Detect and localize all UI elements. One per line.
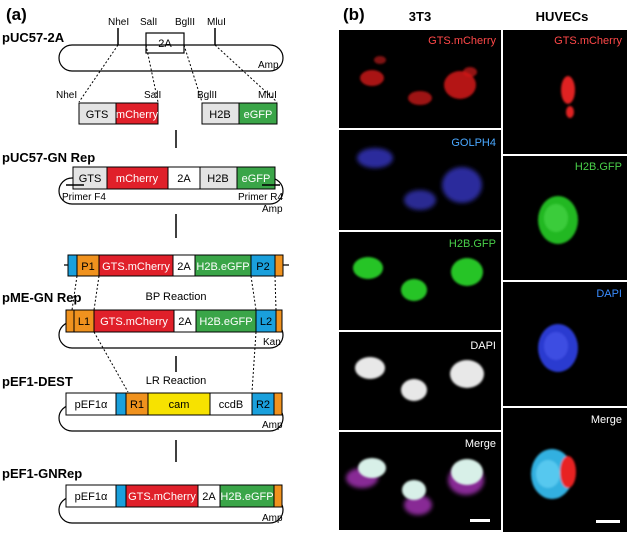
- panel-b-label: (b): [343, 5, 365, 24]
- label-3t3-golph4: GOLPH4: [451, 137, 496, 149]
- final-2a: 2A: [202, 491, 216, 503]
- cells-3t3-golph4: [357, 148, 482, 210]
- cells-3t3-dapi: [355, 357, 484, 401]
- amp-label-1: Amp: [258, 60, 279, 71]
- frag-egfp: eGFP: [244, 109, 273, 121]
- lr-reaction-label: LR Reaction: [146, 375, 207, 387]
- final-gts-mcherry: GTS.mCherry: [128, 491, 196, 503]
- label-3t3-merge: Merge: [465, 438, 496, 450]
- site-nhei-top: NheI: [108, 17, 129, 28]
- site-sali-frag: SalI: [144, 90, 161, 101]
- pcr-p1: P1: [81, 261, 94, 273]
- plasmid-puc57-2a: [58, 28, 284, 72]
- label-3t3-mcherry: GTS.mCherry: [428, 35, 496, 47]
- pme-l1: L1: [78, 316, 90, 328]
- rep-h2b: H2B: [207, 173, 228, 185]
- label-3t3-h2b-gfp: H2B.GFP: [449, 238, 496, 250]
- site-bglii-frag: BglII: [197, 90, 217, 101]
- site-mlui-top: MluI: [207, 17, 226, 28]
- rep-egfp: eGFP: [242, 173, 271, 185]
- plasmid-pef1-dest: [58, 392, 284, 432]
- dest-ccdb: ccdB: [219, 399, 243, 411]
- scale-bar-3t3: [470, 519, 490, 522]
- title-pme-gn-rep: pME-GN Rep: [2, 290, 82, 305]
- label-3t3-dapi: DAPI: [470, 340, 496, 352]
- pcr-product: [64, 254, 289, 277]
- dest-cam: cam: [169, 399, 190, 411]
- pcr-p2: P2: [256, 261, 269, 273]
- pcr-h2b-egfp: H2B.eGFP: [196, 261, 249, 273]
- dotted-connectors-2: [71, 275, 277, 311]
- dest-pef1a: pEF1α: [75, 399, 108, 411]
- pme-gts-mcherry: GTS.mCherry: [100, 316, 168, 328]
- site-bglii-top: BglII: [175, 17, 195, 28]
- scale-bar-huvec: [596, 520, 620, 523]
- pcr-2a: 2A: [177, 261, 191, 273]
- cassette-2a-box: [145, 32, 185, 54]
- label-huvec-h2b-gfp: H2B.GFP: [575, 161, 622, 173]
- dotted-connectors-1: [78, 44, 278, 103]
- label-huvec-merge: Merge: [591, 414, 622, 426]
- bp-reaction-label: BP Reaction: [146, 291, 207, 303]
- amp-label-4: Amp: [262, 513, 283, 524]
- frag-mcherry: mCherry: [116, 109, 159, 121]
- pme-h2b-egfp: H2B.eGFP: [199, 316, 252, 328]
- label-huvec-mcherry: GTS.mCherry: [554, 35, 622, 47]
- site-sali-top: SalI: [140, 17, 157, 28]
- cells-huvec-h2b-gfp: [538, 196, 578, 244]
- rep-gts: GTS: [79, 173, 102, 185]
- rep-2a: 2A: [177, 173, 191, 185]
- title-puc57-2a: pUC57-2A: [2, 30, 65, 45]
- cells-huvec-merge: [531, 449, 620, 523]
- pme-l2: L2: [260, 316, 272, 328]
- cells-huvec-dapi: [538, 324, 578, 372]
- primer-r4-label: Primer R4: [238, 192, 283, 203]
- title-pef1-dest: pEF1-DEST: [2, 374, 73, 389]
- title-puc57-gn-rep: pUC57-GN Rep: [2, 150, 95, 165]
- col-header-3t3: 3T3: [409, 9, 431, 24]
- pme-2a: 2A: [178, 316, 192, 328]
- col-header-huvecs: HUVECs: [536, 9, 589, 24]
- dest-r1: R1: [130, 399, 144, 411]
- cells-3t3-mcherry: [360, 56, 477, 105]
- plasmid-pef1-gnrep: [58, 484, 284, 524]
- frag-h2b: H2B: [209, 109, 230, 121]
- cassette-2a-label: 2A: [158, 38, 172, 50]
- site-nhei-frag: NheI: [56, 90, 77, 101]
- kan-label: Kan: [263, 337, 281, 348]
- final-h2b-egfp: H2B.eGFP: [220, 491, 273, 503]
- primer-f4-label: Primer F4: [62, 192, 106, 203]
- site-mlui-frag: MluI: [258, 90, 277, 101]
- cells-huvec-mcherry: [561, 76, 575, 118]
- amp-label-3: Amp: [262, 420, 283, 431]
- dotted-connectors-3: [93, 331, 257, 393]
- plasmid-puc57-gn-rep: [58, 166, 284, 205]
- rep-mcherry: mCherry: [116, 173, 159, 185]
- cells-3t3-h2b-gfp: [353, 257, 483, 301]
- plasmid-pme-gn-rep: [58, 309, 284, 349]
- dest-r2: R2: [256, 399, 270, 411]
- title-pef1-gnrep: pEF1-GNRep: [2, 466, 82, 481]
- label-huvec-dapi: DAPI: [596, 288, 622, 300]
- final-pef1a: pEF1α: [75, 491, 108, 503]
- pcr-gts-mcherry: GTS.mCherry: [102, 261, 170, 273]
- panel-a-label: (a): [6, 5, 27, 24]
- fragment-h2b-egfp: [201, 102, 278, 125]
- fragment-gts-mcherry: [78, 102, 159, 125]
- cells-3t3-merge: [346, 458, 490, 522]
- amp-label-2: Amp: [262, 204, 283, 215]
- frag-gts: GTS: [86, 109, 109, 121]
